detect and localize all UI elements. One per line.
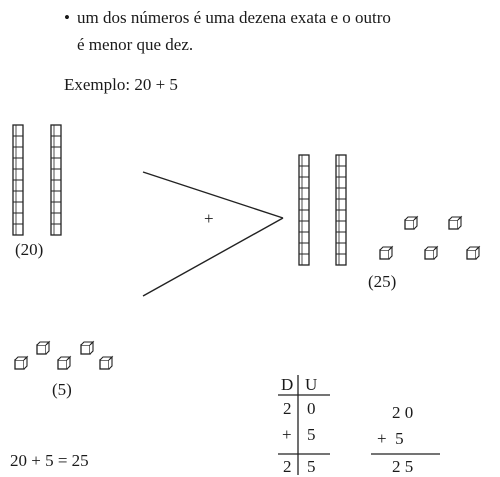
result-label: (25): [368, 272, 397, 291]
plus-sign: +: [204, 209, 214, 228]
unit-cube: [80, 341, 94, 355]
table-header-units: U: [305, 375, 318, 394]
table-plus-sign: +: [282, 425, 292, 444]
table-cell: 0: [307, 399, 316, 418]
ones-label: (5): [52, 380, 72, 399]
unit-cube: [466, 246, 480, 260]
table-cell: 2: [283, 399, 292, 418]
example-text: Exemplo: 20 + 5: [64, 75, 178, 94]
bullet-line-1: um dos números é uma dezena exata e o ou…: [77, 8, 391, 27]
tens-rod: [298, 154, 310, 266]
tens-rod: [12, 124, 24, 236]
table-cell: 5: [307, 425, 316, 444]
table-result-cell: 5: [307, 457, 316, 476]
tens-rod: [335, 154, 347, 266]
unit-cube: [379, 246, 393, 260]
unit-cube: [14, 356, 28, 370]
bullet-marker: •: [64, 8, 70, 27]
left-tens-label: (20): [15, 240, 44, 259]
unit-cube: [448, 216, 462, 230]
unit-cube: [36, 341, 50, 355]
unit-cube: [57, 356, 71, 370]
unit-cube: [424, 246, 438, 260]
bullet-line-2: é menor que dez.: [77, 35, 194, 54]
join-line-top: [142, 171, 284, 219]
unit-cube: [99, 356, 113, 370]
sum-result: 2 5: [392, 457, 414, 476]
table-result-cell: 2: [283, 457, 292, 476]
unit-cube: [404, 216, 418, 230]
join-line-bottom: [142, 217, 284, 297]
sum-line-2: + 5: [377, 429, 404, 448]
sum-line-1: 2 0: [392, 403, 414, 422]
equation: 20 + 5 = 25: [10, 451, 89, 470]
tens-rod: [50, 124, 62, 236]
table-header-tens: D: [281, 375, 294, 394]
